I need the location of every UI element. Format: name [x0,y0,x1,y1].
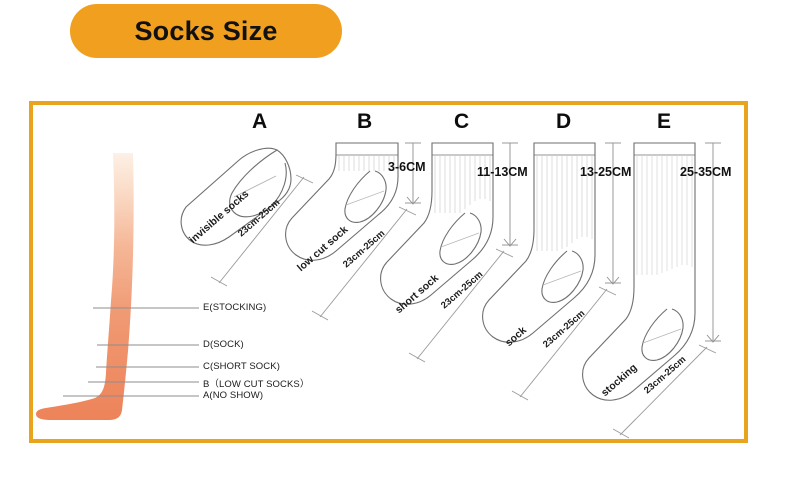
sock-c-height-dim [502,142,518,247]
sock-letter-b: B [357,110,373,133]
leg-label-low-cut: B（LOW CUT SOCKS） [203,379,310,390]
size-chart-canvas: A B C D E 3-6CM 11-13CM 13-25CM 25-35CM … [33,105,744,439]
leg-label-stocking: E(STOCKING) [203,302,267,313]
size-chart-panel: A B C D E 3-6CM 11-13CM 13-25CM 25-35CM … [29,101,748,443]
sock-a-length-dim [210,174,314,287]
sock-letter-c: C [454,110,470,133]
sock-c-shape [380,142,494,305]
sock-a-shape [180,147,292,246]
sock-b-shape [285,142,399,261]
socks-illustration [36,142,721,439]
sock-d-length-dim [511,286,617,401]
leg-label-sock: D(SOCK) [203,339,244,350]
sock-e-height-label: 25-35CM [680,165,732,179]
sock-c-length-dim [408,248,514,363]
sock-b-height-label: 3-6CM [388,160,426,174]
sock-b-height-dim [405,142,421,205]
sock-d-height-label: 13-25CM [580,165,632,179]
page-title-badge: Socks Size [70,4,342,58]
sock-e-shape [582,142,696,401]
sock-letter-d: D [556,110,572,133]
sock-e-height-dim [705,142,721,343]
sock-c-height-label: 11-13CM [477,165,528,179]
leg-leader-lines [63,307,199,397]
page-title: Socks Size [134,15,278,46]
leg-shape [36,153,134,420]
sock-letter-e: E [657,110,672,133]
sock-letter-a: A [252,110,268,133]
sock-b-length-dim [311,206,417,321]
leg-label-no-show: A(NO SHOW) [203,390,264,401]
sock-d-height-dim [605,142,621,285]
sock-e-length-dim [612,344,717,439]
leg-label-short-sock: C(SHORT SOCK) [203,361,280,372]
sock-d-shape [482,142,596,343]
